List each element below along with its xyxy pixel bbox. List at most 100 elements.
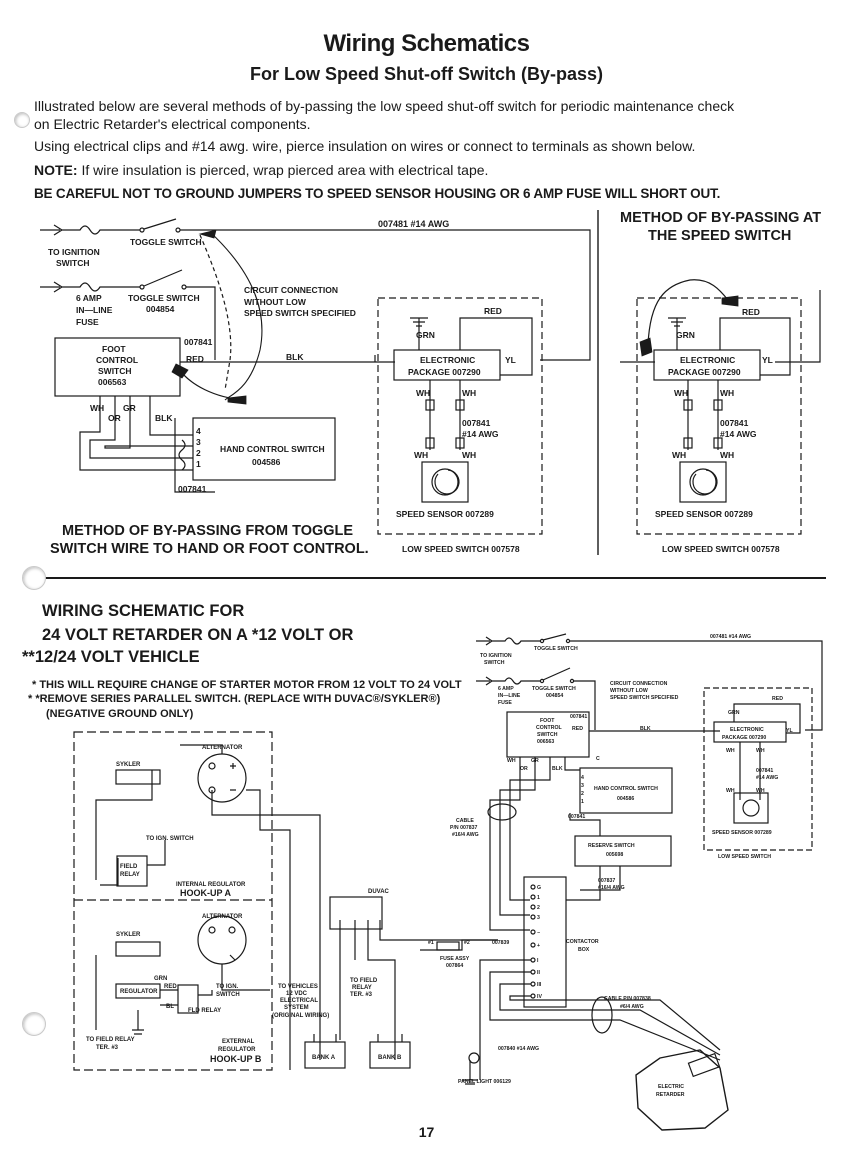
d4-cable-1: CABLE [456,818,474,824]
page-number: 17 [418,1124,435,1140]
d2-pkg-1: ELECTRONIC [680,355,735,365]
s2-note-3: (NEGATIVE GROUND ONLY) [46,708,194,720]
d3-bank-b: BANK B [378,1055,402,1061]
d1-wire-part: 007841 [462,418,491,428]
d3-sykler: SYKLER [116,762,141,768]
diagram-24-volt [420,633,823,1131]
d4-contactor-2: BOX [578,947,590,953]
d1-sensor: SPEED SENSOR 007289 [396,509,494,519]
d3-internal-1: INTERNAL REGULATOR [176,882,246,888]
d1-bottom-part: 007841 [178,484,207,494]
d3-alternator: ALTERNATOR [202,745,243,751]
d2-wh-d: WH [720,450,734,460]
d4-pkg-1: ELECTRONIC [730,727,764,733]
d3-regulator: REGULATOR [120,989,158,995]
d1-hand-1: HAND CONTROL SWITCH [220,444,325,454]
d3-grn: GRN [154,976,167,982]
d1-fuse-2: IN—LINE [76,305,113,315]
d1-pin-1: 1 [196,459,201,469]
d1-foot-3: SWITCH [98,366,132,376]
d2-wh-b: WH [720,388,734,398]
d2-wire-awg: #14 AWG [720,429,757,439]
d4-fuse-2: IN—LINE [498,693,521,699]
d4-circuit-2: WITHOUT LOW [610,688,648,694]
d1-toggle-part: 004854 [146,304,175,314]
d3-vehicles-5: (ORIGINAL WIRING) [272,1013,329,1019]
note-line: NOTE: If wire insulation is pierced, wra… [34,162,488,178]
d2-red: RED [742,307,760,317]
d3-to-ign: TO IGN. SWITCH [146,836,194,842]
d4-hand-1: HAND CONTROL SWITCH [594,786,658,792]
d4-term-3: 3 [537,915,540,921]
d2-grn: GRN [676,330,695,340]
note-text: If wire insulation is pierced, wrap pier… [81,162,489,178]
d4-red-2: RED [772,696,783,702]
d4-ign-2: SWITCH [484,660,505,666]
d1-fuse-3: FUSE [76,317,99,327]
d4-ign-1: TO IGNITION [480,653,512,659]
page-title: Wiring Schematics [323,30,530,57]
d1-toggle-switch-2: TOGGLE SWITCH [128,293,200,303]
d1-pkg-2: PACKAGE 007290 [408,367,481,377]
d4-term-2: 2 [537,905,540,911]
d4-low-speed-switch: LOW SPEED SWITCH [718,854,771,860]
d4-term-ii: II [537,970,540,976]
d4-pkg-2: PACKAGE 007290 [722,735,766,741]
d3-external-1: EXTERNAL [222,1039,255,1045]
d1-foot-2: CONTROL [96,355,138,365]
d3-internal-2: HOOK-UP A [180,888,232,898]
d2-wh-c: WH [672,450,686,460]
d3-to-ign-2b: SWITCH [216,992,240,998]
d3-alternator-2: ALTERNATOR [202,914,243,920]
d3-external-2: REGULATOR [218,1047,256,1053]
d1-wire-awg: #14 AWG [462,429,499,439]
d4-panel: PANEL LIGHT 006129 [458,1079,511,1085]
d4-toggle: TOGGLE SWITCH [534,646,578,652]
d3-bank-a: BANK A [312,1055,336,1061]
d4-term-iv: IV [537,994,542,1000]
d1-fuse-1: 6 AMP [76,293,102,303]
d4-007837-b: #16/4 AWG [598,885,625,891]
d3-field-relay-2: RELAY [120,872,140,878]
d4-wh-b: WH [756,748,765,754]
d3-vehicles-3: ELECTRICAL [280,998,318,1004]
d4-wire-label: 007481 #14 AWG [710,634,751,640]
d1-toggle-switch: TOGGLE SWITCH [130,237,202,247]
intro-line-1: Illustrated below are several methods of… [34,98,735,114]
s2-note-2: * *REMOVE SERIES PARALLEL SWITCH. (REPLA… [28,693,441,705]
d2-wire-part: 007841 [720,418,749,428]
d4-hand-2: 004586 [617,796,634,802]
binder-hole-middle [22,566,46,590]
d4-pin-1: 1 [581,799,584,805]
d1-yl: YL [505,355,516,365]
d4-foot-1: FOOT [540,718,555,724]
d4-term-iii: III [537,982,542,988]
d1-ignition: TO IGNITION [48,247,100,257]
d4-c: C [596,756,600,762]
d1-or: OR [108,413,121,423]
d4-term-g: G [537,885,541,891]
d1-blk2: BLK [155,413,173,423]
d4-foot-2: CONTROL [536,725,562,731]
page-subtitle: For Low Speed Shut-off Switch (By-pass) [249,64,603,84]
d1-caption-2: SWITCH WIRE TO HAND OR FOOT CONTROL. [50,541,369,557]
d3-bl: BL [166,1004,174,1010]
d4-fuse-assy-1: FUSE ASSY [440,956,470,962]
d4-red: RED [572,726,583,732]
d3-field-relay-1: FIELD [120,864,138,870]
intro-line-2: on Electric Retarder's electrical compon… [34,116,311,132]
d4-blk-2: BLK [552,766,563,772]
d4-term-i: I [537,958,539,964]
d4-term-1: 1 [537,895,540,901]
d1-wh-d: WH [462,450,476,460]
d3-external-3: HOOK-UP B [210,1054,262,1064]
d3-red: RED [164,984,177,990]
d1-pin-2: 2 [196,448,201,458]
d1-circuit-1: CIRCUIT CONNECTION [244,285,338,295]
d3-to-ign-2a: TO IGN. [216,984,239,990]
d4-retarder-2: RETARDER [656,1092,685,1098]
d4-cable-2: P/N 007837 [450,825,478,831]
binder-hole-top [14,112,30,128]
d4-gr: GR [531,758,539,764]
